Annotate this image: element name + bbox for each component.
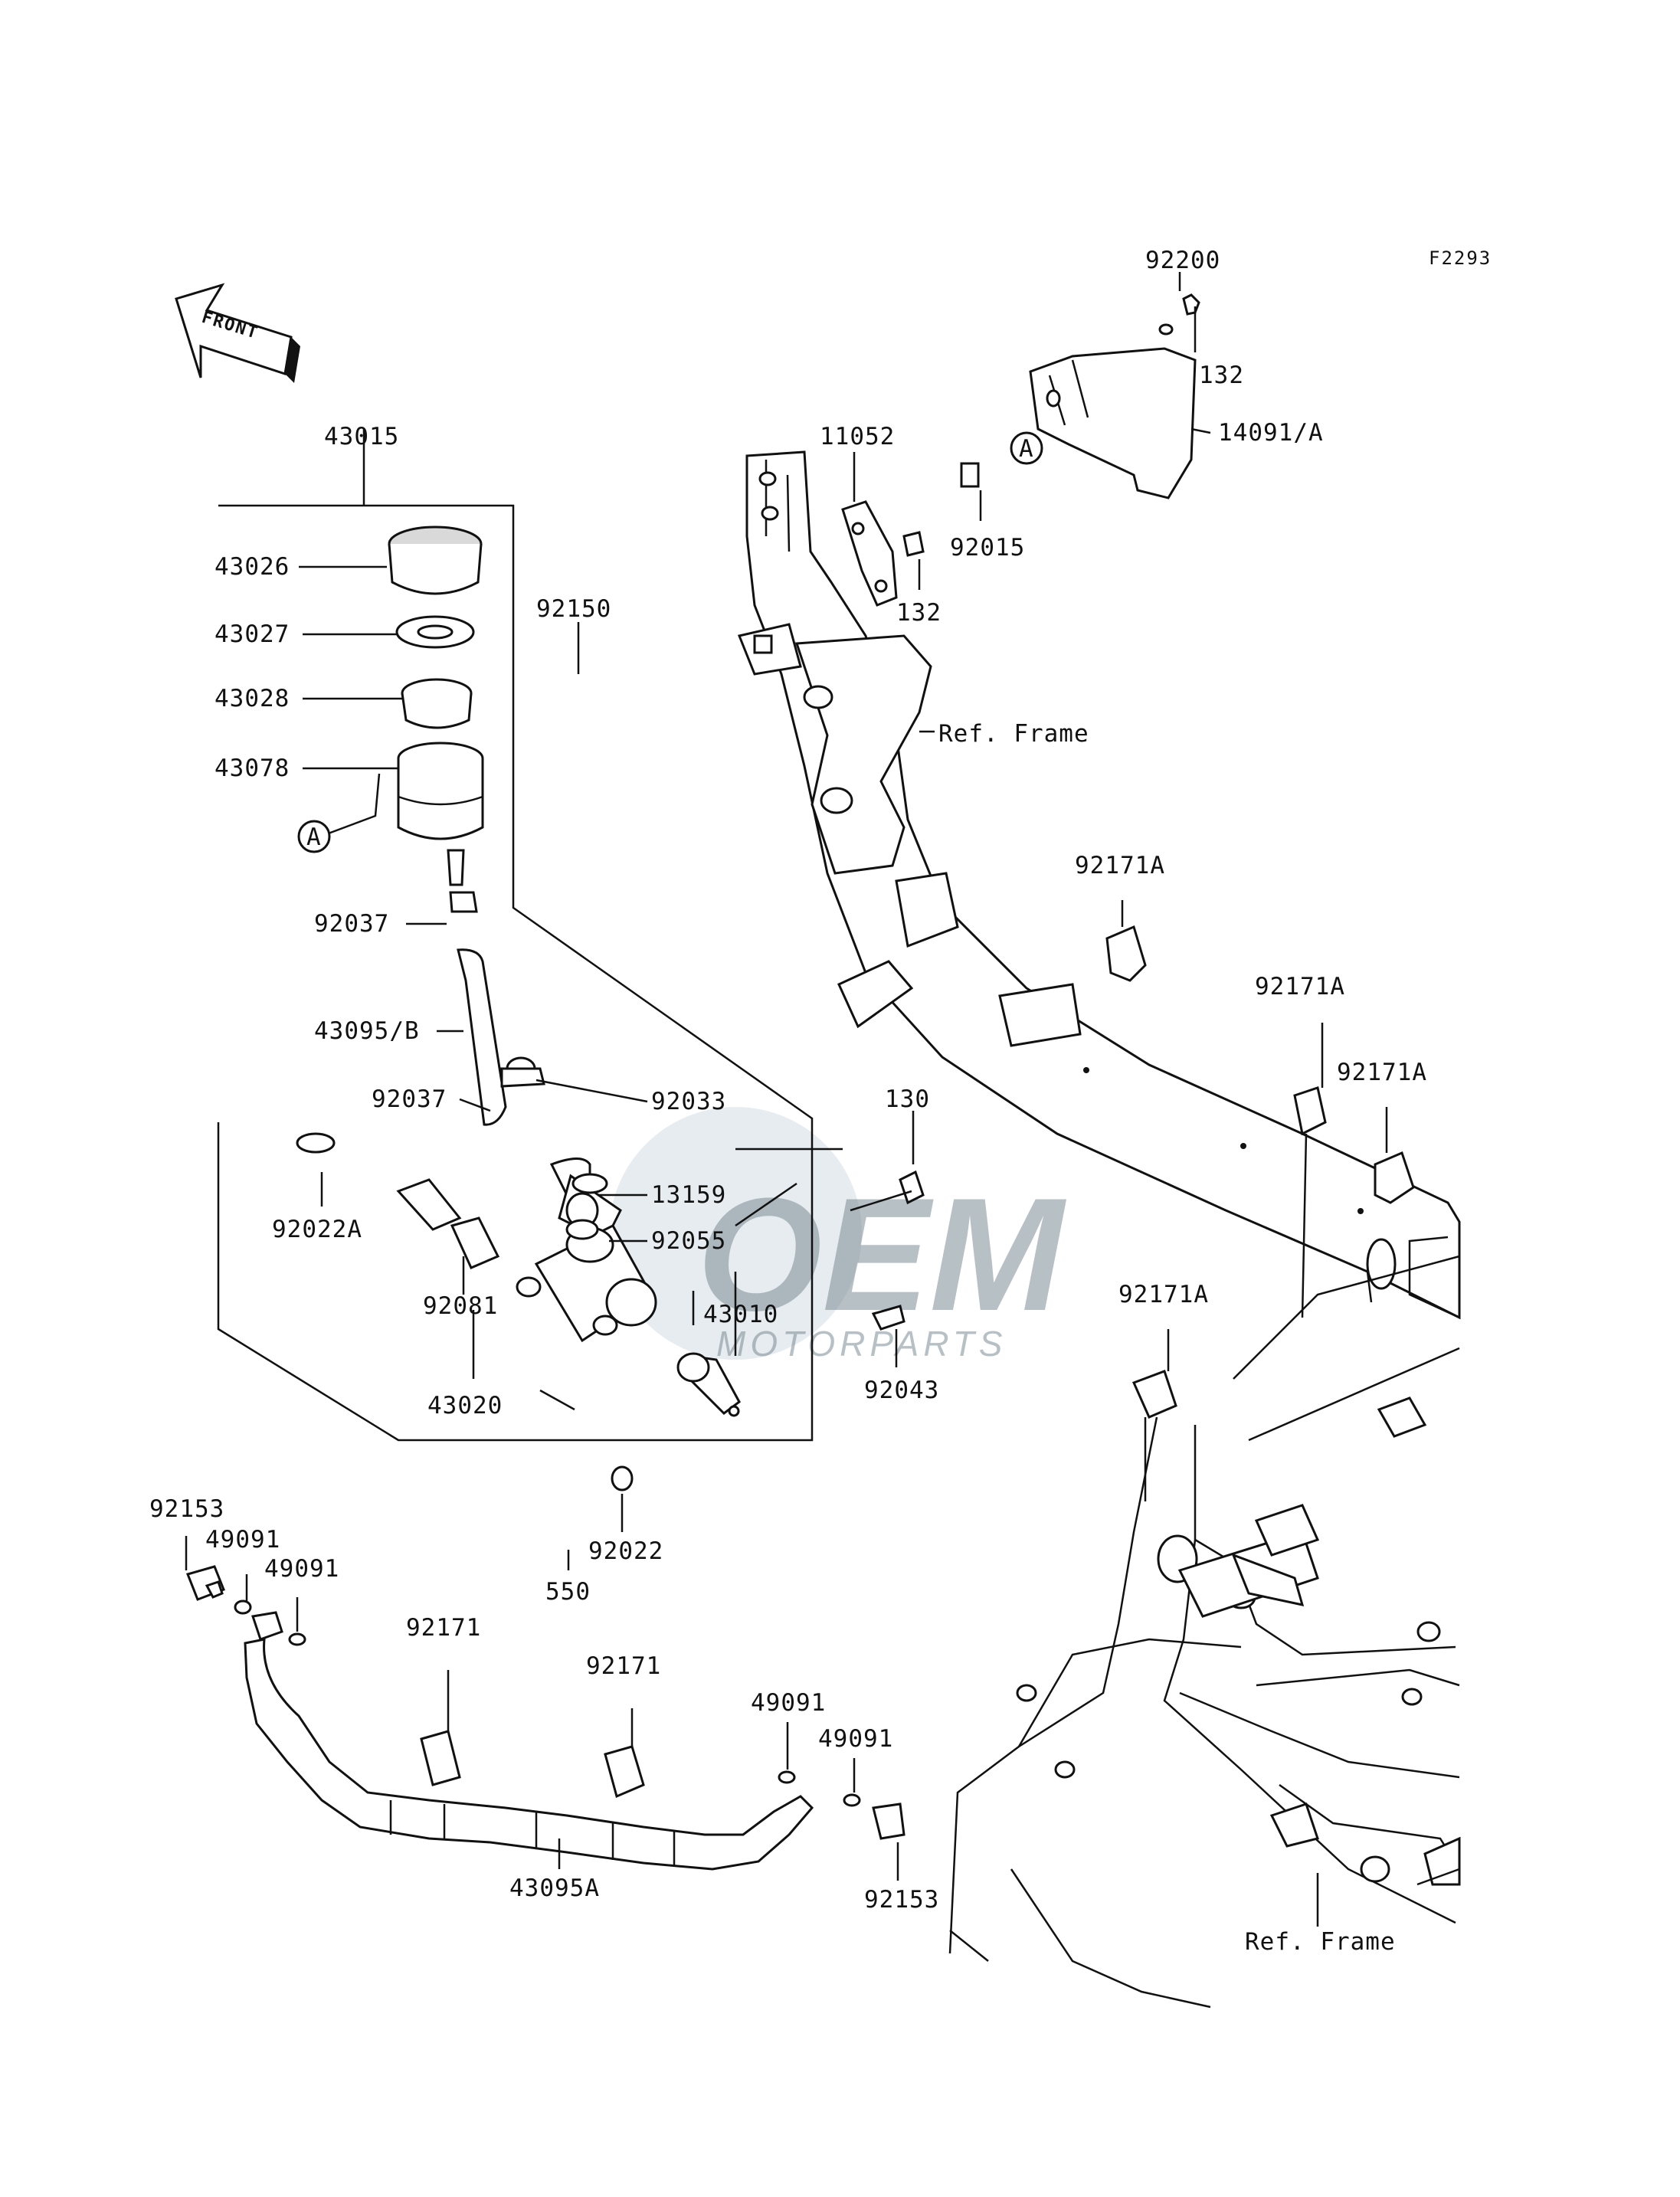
frame-lower: [948, 1255, 1461, 2009]
callout-43026: 43026: [215, 553, 290, 581]
assembly-box-43015: [217, 429, 814, 1442]
callout-92043: 92043: [864, 1377, 939, 1404]
watermark-sub: MOTORPARTS: [716, 1324, 1007, 1364]
watermark: OEM MOTORPARTS: [609, 1107, 1066, 1364]
callout-92037-a: 92037: [314, 910, 389, 938]
clips-92171a: [1105, 925, 1415, 1419]
callout-49091-3: 49091: [751, 1689, 826, 1717]
callout-11052: 11052: [820, 423, 895, 450]
callout-13159: 13159: [651, 1181, 726, 1209]
frame-upper: [737, 450, 1461, 1320]
callout-92171a-4: 92171A: [1118, 1281, 1209, 1308]
reservoir-parts: [388, 526, 545, 1126]
callouts: 92200 132 14091/A 11052 92015 132 Ref. F…: [149, 247, 1427, 1956]
callout-43095a: 43095A: [509, 1874, 600, 1902]
marker-a-reservoir-label: A: [306, 823, 322, 851]
callout-43028: 43028: [215, 685, 290, 712]
callout-49091-4: 49091: [818, 1725, 893, 1753]
callout-92055: 92055: [651, 1227, 726, 1255]
callout-92171a-3: 92171A: [1337, 1059, 1427, 1086]
marker-a-cover-label: A: [1019, 435, 1034, 463]
bracket-11052: [841, 293, 1200, 607]
callout-92200: 92200: [1145, 247, 1220, 274]
callout-43015: 43015: [324, 423, 399, 450]
marker-a-reservoir: A: [297, 820, 331, 853]
callout-43020: 43020: [427, 1392, 503, 1419]
callout-550: 550: [545, 1578, 591, 1606]
callout-92171-2: 92171: [586, 1652, 661, 1680]
diagram-code: F2293: [1429, 247, 1492, 269]
callout-14091a: 14091/A: [1218, 419, 1324, 447]
callout-43095b: 43095/B: [314, 1017, 420, 1045]
callout-92153-left: 92153: [149, 1495, 224, 1523]
callout-92171-1: 92171: [406, 1614, 481, 1642]
callout-92171a-2: 92171A: [1255, 973, 1345, 1000]
callout-92037-b: 92037: [372, 1085, 447, 1113]
callout-92153-right: 92153: [864, 1886, 939, 1914]
callout-ref-frame-bottom: Ref. Frame: [1245, 1928, 1396, 1956]
callout-ref-frame-top: Ref. Frame: [938, 720, 1089, 748]
callout-132-top: 132: [1199, 362, 1244, 389]
callout-49091-1: 49091: [205, 1526, 280, 1554]
callout-43010: 43010: [703, 1301, 778, 1328]
cylinder-body: [296, 1132, 925, 1491]
callout-92022: 92022: [588, 1537, 663, 1565]
callout-92015: 92015: [950, 534, 1025, 562]
callout-43078: 43078: [215, 755, 290, 782]
callout-130: 130: [885, 1085, 930, 1113]
callout-92022a: 92022A: [272, 1216, 362, 1243]
callout-132-mid: 132: [896, 599, 942, 627]
marker-a-cover: A: [1010, 431, 1043, 465]
brake-hose-43095a: [185, 1565, 905, 1871]
cover-14091: [1029, 347, 1197, 499]
callout-92081: 92081: [423, 1292, 498, 1320]
leader-lines: [185, 272, 1388, 1927]
callout-43027: 43027: [215, 620, 290, 648]
callout-92171a-1: 92171A: [1075, 852, 1165, 879]
callout-49091-2: 49091: [264, 1555, 339, 1583]
watermark-globe: [609, 1107, 862, 1360]
front-arrow: FRONT: [175, 283, 300, 383]
callout-92033: 92033: [651, 1088, 726, 1115]
callout-92150: 92150: [536, 595, 611, 623]
